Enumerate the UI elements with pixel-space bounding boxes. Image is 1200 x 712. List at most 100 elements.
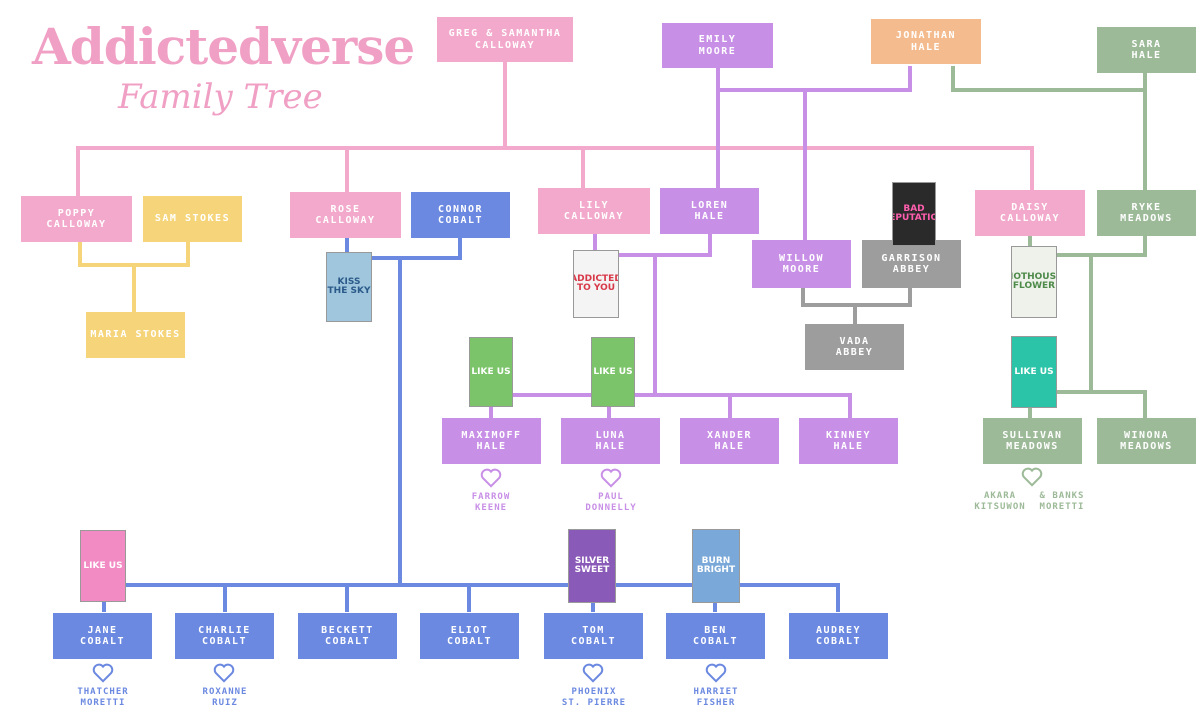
book-cover-like-us-3[interactable]: LIKE US bbox=[1011, 336, 1057, 408]
partner-thatcher-moretti: THATCHER MORETTI bbox=[77, 687, 129, 709]
book-title: BAD REPUTATION bbox=[893, 204, 935, 223]
connector-daisy-ryke bbox=[1028, 234, 1147, 420]
book-cover-silver-sweet[interactable]: SILVER SWEET bbox=[568, 529, 616, 603]
node-kinney-hale[interactable]: KINNEY HALE bbox=[799, 418, 898, 464]
partner-banks-moretti: & BANKS MORETTI bbox=[1039, 491, 1085, 513]
book-cover-like-us-2[interactable]: LIKE US bbox=[591, 337, 635, 407]
node-greg-samantha-calloway[interactable]: GREG & SAMANTHA CALLOWAY bbox=[437, 17, 573, 62]
node-beckett-cobalt[interactable]: BECKETT COBALT bbox=[298, 613, 397, 659]
node-label: POPPY CALLOWAY bbox=[46, 207, 107, 231]
node-label: BECKETT COBALT bbox=[321, 624, 374, 648]
node-maximoff-hale[interactable]: MAXIMOFF HALE bbox=[442, 418, 541, 464]
node-maria-stokes[interactable]: MARIA STOKES bbox=[86, 312, 185, 358]
node-label: KINNEY HALE bbox=[825, 429, 872, 453]
node-ryke-meadows[interactable]: RYKE MEADOWS bbox=[1097, 190, 1196, 236]
book-cover-hothouse-flower[interactable]: HOTHOUSE FLOWER bbox=[1011, 246, 1057, 318]
connector-stokes bbox=[78, 240, 190, 314]
node-label: ELIOT COBALT bbox=[446, 624, 493, 648]
node-label: SAM STOKES bbox=[154, 213, 231, 225]
node-label: GREG & SAMANTHA CALLOWAY bbox=[448, 28, 562, 51]
node-label: JONATHAN HALE bbox=[895, 30, 957, 53]
node-label: CHARLIE COBALT bbox=[198, 624, 251, 648]
book-title: LIKE US bbox=[471, 366, 511, 377]
node-willow-moore[interactable]: WILLOW MOORE bbox=[752, 240, 851, 288]
book-title: SILVER SWEET bbox=[574, 556, 610, 575]
node-label: CONNOR COBALT bbox=[437, 203, 484, 227]
node-jane-cobalt[interactable]: JANE COBALT bbox=[53, 613, 152, 659]
node-garrison-abbey[interactable]: GARRISON ABBEY bbox=[862, 240, 961, 288]
node-winona-meadows[interactable]: WINONA MEADOWS bbox=[1097, 418, 1196, 464]
book-title: ADDICTED TO YOU bbox=[574, 274, 618, 293]
node-luna-hale[interactable]: LUNA HALE bbox=[561, 418, 660, 464]
node-label: LOREN HALE bbox=[690, 199, 729, 223]
node-connor-cobalt[interactable]: CONNOR COBALT bbox=[411, 192, 510, 238]
node-sullivan-meadows[interactable]: SULLIVAN MEADOWS bbox=[983, 418, 1082, 464]
book-cover-bad-reputation[interactable]: BAD REPUTATION bbox=[892, 182, 936, 246]
partner-akara-kitsuwon: AKARA KITSUWON bbox=[974, 491, 1026, 513]
heart-icon bbox=[705, 663, 727, 683]
node-rose-calloway[interactable]: ROSE CALLOWAY bbox=[290, 192, 401, 238]
node-label: AUDREY COBALT bbox=[815, 624, 862, 648]
partner-paul-donnelly: PAUL DONNELLY bbox=[585, 492, 637, 514]
heart-icon bbox=[582, 663, 604, 683]
node-ben-cobalt[interactable]: BEN COBALT bbox=[666, 613, 765, 659]
node-sara-hale[interactable]: SARA HALE bbox=[1097, 27, 1196, 73]
book-title: LIKE US bbox=[1014, 366, 1054, 377]
node-label: ROSE CALLOWAY bbox=[315, 203, 376, 227]
partner-harriet-fisher: HARRIET FISHER bbox=[693, 687, 739, 709]
connector-moore-hale bbox=[716, 66, 912, 242]
node-charlie-cobalt[interactable]: CHARLIE COBALT bbox=[175, 613, 274, 659]
node-label: WINONA MEADOWS bbox=[1120, 429, 1173, 453]
book-cover-like-us-4[interactable]: LIKE US bbox=[80, 530, 126, 602]
node-label: MARIA STOKES bbox=[90, 329, 181, 341]
node-label: EMILY MOORE bbox=[698, 34, 737, 57]
heart-icon bbox=[480, 468, 502, 488]
book-title: LIKE US bbox=[593, 366, 633, 377]
node-audrey-cobalt[interactable]: AUDREY COBALT bbox=[789, 613, 888, 659]
node-label: DAISY CALLOWAY bbox=[999, 201, 1061, 225]
node-label: WILLOW MOORE bbox=[778, 252, 825, 276]
node-daisy-calloway[interactable]: DAISY CALLOWAY bbox=[975, 190, 1085, 236]
book-title: BURN BRIGHT bbox=[696, 556, 736, 575]
node-label: LUNA HALE bbox=[595, 429, 626, 453]
connector-jonathan-sara bbox=[951, 66, 1147, 194]
connector-calloway bbox=[76, 60, 1034, 198]
partner-farrow-keene: FARROW KEENE bbox=[471, 492, 511, 514]
node-label: RYKE MEADOWS bbox=[1120, 201, 1173, 225]
node-label: XANDER HALE bbox=[706, 429, 753, 453]
heart-icon bbox=[213, 663, 235, 683]
node-poppy-calloway[interactable]: POPPY CALLOWAY bbox=[21, 196, 132, 242]
page-subtitle: Family Tree bbox=[118, 77, 323, 117]
book-cover-kiss-the-sky[interactable]: KISS THE SKY bbox=[326, 252, 372, 322]
node-label: JANE COBALT bbox=[79, 624, 126, 648]
partner-phoenix-st-pierre: PHOENIX ST. PIERRE bbox=[561, 687, 627, 709]
node-label: GARRISON ABBEY bbox=[881, 252, 942, 276]
node-tom-cobalt[interactable]: TOM COBALT bbox=[544, 613, 643, 659]
node-label: VADA ABBEY bbox=[835, 335, 874, 359]
book-cover-addicted-to-you[interactable]: ADDICTED TO YOU bbox=[573, 250, 619, 318]
node-sam-stokes[interactable]: SAM STOKES bbox=[143, 196, 242, 242]
node-label: MAXIMOFF HALE bbox=[461, 429, 522, 453]
node-label: SARA HALE bbox=[1131, 38, 1162, 62]
node-label: TOM COBALT bbox=[570, 624, 617, 648]
node-label: LILY CALLOWAY bbox=[563, 199, 625, 223]
page-title: Addictedverse bbox=[32, 17, 415, 76]
book-title: LIKE US bbox=[83, 560, 123, 571]
heart-icon bbox=[600, 468, 622, 488]
connector-willow-garrison bbox=[801, 286, 912, 326]
node-jonathan-hale[interactable]: JONATHAN HALE bbox=[871, 19, 981, 64]
node-eliot-cobalt[interactable]: ELIOT COBALT bbox=[420, 613, 519, 659]
book-cover-like-us-1[interactable]: LIKE US bbox=[469, 337, 513, 407]
node-lily-calloway[interactable]: LILY CALLOWAY bbox=[538, 188, 650, 234]
book-title: KISS THE SKY bbox=[327, 277, 371, 296]
node-xander-hale[interactable]: XANDER HALE bbox=[680, 418, 779, 464]
heart-icon bbox=[92, 663, 114, 683]
book-title: HOTHOUSE FLOWER bbox=[1012, 272, 1057, 291]
node-vada-abbey[interactable]: VADA ABBEY bbox=[805, 324, 904, 370]
node-label: SULLIVAN MEADOWS bbox=[1002, 429, 1063, 453]
book-cover-burn-bright[interactable]: BURN BRIGHT bbox=[692, 529, 740, 603]
node-loren-hale[interactable]: LOREN HALE bbox=[660, 188, 759, 234]
node-emily-moore[interactable]: EMILY MOORE bbox=[662, 23, 773, 68]
heart-icon bbox=[1021, 467, 1043, 487]
